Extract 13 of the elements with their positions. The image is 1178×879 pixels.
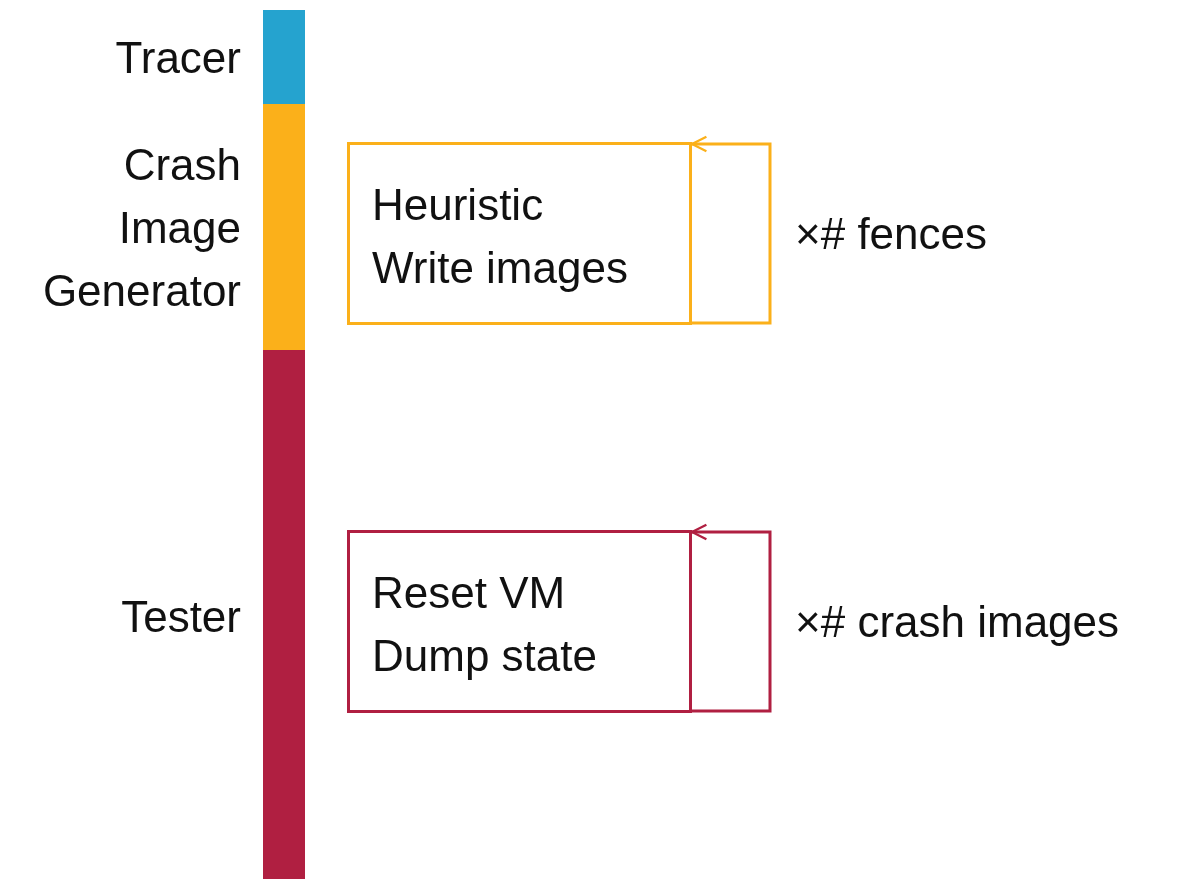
step-text: Heuristic [372,179,545,231]
edge-label: ×# fences [795,207,988,260]
phase-label: Tester [120,591,241,643]
edge-label: ×# crash images [795,595,1120,648]
step-box [347,142,692,325]
step-text: Dump state [372,630,598,682]
step-text: Write images [372,242,629,294]
loop-arrow [690,523,772,713]
phase-label: Tracer [114,32,241,84]
loop-arrow [690,135,772,325]
step-text: Reset VM [372,567,567,619]
phase-label: Crash Image Generator [41,139,241,317]
step-box [347,530,692,713]
